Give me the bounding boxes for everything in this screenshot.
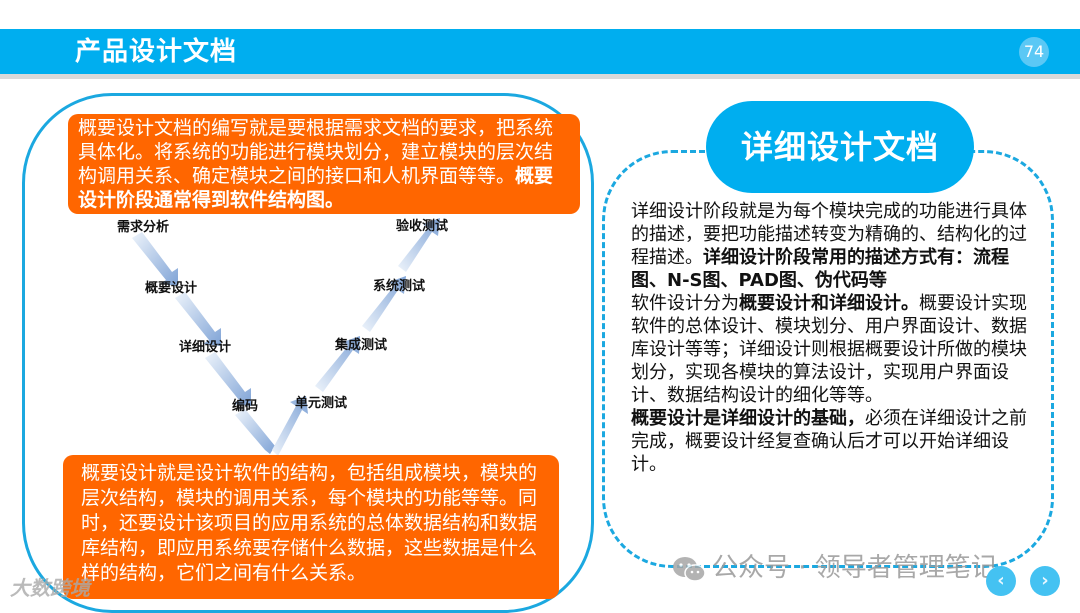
summary-top-box: 概要设计文档的编写就是要根据需求文档的要求，把系统具体化。将系统的功能进行模块划…: [68, 114, 580, 214]
prev-slide-button[interactable]: ‹: [986, 566, 1016, 596]
next-slide-button[interactable]: ›: [1030, 566, 1060, 596]
right-panel-title: 详细设计文档: [706, 101, 974, 193]
summary-bottom-box: 概要设计就是设计软件的结构，包括组成模块，模块的层次结构，模块的调用关系，每个模…: [63, 455, 559, 599]
header-bar: [0, 29, 1080, 74]
v-model-arrows-icon: [132, 218, 440, 456]
p3-rest: 必须在详细设计之前完成，概要设计经复查确认后才可以开始详细设计。: [631, 408, 1027, 475]
header-divider: [0, 74, 1080, 79]
v-label-outline-design: 概要设计: [145, 281, 198, 296]
v-label-unit-test: 单元测试: [295, 396, 348, 411]
v-label-integration-test: 集成测试: [335, 338, 388, 353]
wechat-watermark: 公众号 · 领导者管理笔记: [672, 547, 997, 584]
page-title: 产品设计文档: [75, 37, 238, 67]
wechat-watermark-text: 公众号 · 领导者管理笔记: [712, 553, 997, 583]
paragraph-3: 概要设计是详细设计的基础，必须在详细设计之前完成，概要设计经复查确认后才可以开始…: [631, 407, 1031, 476]
page-number-badge: 74: [1019, 37, 1049, 67]
summary-bottom-text: 概要设计就是设计软件的结构，包括组成模块，模块的层次结构，模块的调用关系，每个模…: [81, 462, 538, 584]
v-label-coding: 编码: [232, 399, 259, 414]
p2-bold: 概要设计和详细设计。: [739, 293, 919, 314]
v-model-diagram: 需求分析 概要设计 详细设计 编码 单元测试 集成测试 系统测试 验收测试: [80, 210, 500, 460]
p3-bold: 概要设计是详细设计的基础，: [631, 408, 865, 429]
summary-top-bold: 概要设计阶段通常得到软件结构图。: [78, 165, 554, 211]
v-label-acceptance-test: 验收测试: [396, 219, 449, 234]
right-panel-body: 详细设计阶段就是为每个模块完成的功能进行具体的描述，要把功能描述转变为精确的、结…: [631, 200, 1031, 476]
p2-prefix: 软件设计分为: [631, 293, 739, 314]
v-label-requirements: 需求分析: [117, 220, 170, 235]
p1-bold: 详细设计阶段常用的描述方式有：流程图、N-S图、PAD图、伪代码等: [631, 247, 1009, 291]
paragraph-1: 详细设计阶段就是为每个模块完成的功能进行具体的描述，要把功能描述转变为精确的、结…: [631, 200, 1031, 292]
paragraph-2: 软件设计分为概要设计和详细设计。概要设计实现软件的总体设计、模块划分、用户界面设…: [631, 292, 1031, 407]
v-label-detailed-design: 详细设计: [179, 340, 232, 355]
p2-rest: 概要设计实现软件的总体设计、模块划分、用户界面设计、数据库设计等等；详细设计则根…: [631, 293, 1027, 406]
summary-top-text: 概要设计文档的编写就是要根据需求文档的要求，把系统具体化。将系统的功能进行模块划…: [78, 117, 554, 187]
wechat-icon: [673, 556, 706, 582]
v-label-system-test: 系统测试: [373, 279, 426, 294]
p1-text: 详细设计阶段就是为每个模块完成的功能进行具体的描述，要把功能描述转变为精确的、结…: [631, 201, 1027, 268]
logo-watermark: 大数跨境: [10, 576, 90, 600]
